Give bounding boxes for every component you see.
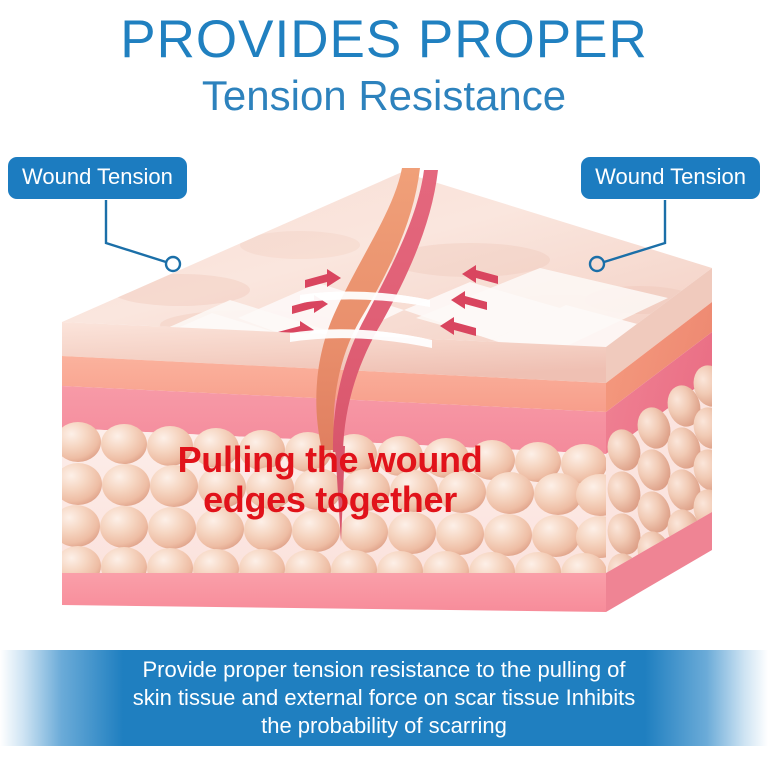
badge-right-label: Wound Tension: [595, 164, 746, 189]
wound-caption-line-2: edges together: [203, 479, 457, 521]
bridge-strips-overlay: [290, 291, 432, 348]
badge-left-label: Wound Tension: [22, 164, 173, 189]
badge-wound-tension-left: Wound Tension: [8, 157, 187, 199]
skin-cross-section-diagram: [0, 150, 768, 640]
fat-cells-front: [62, 422, 606, 573]
title-line-2: Tension Resistance: [201, 71, 567, 119]
layer-base-front: [62, 573, 606, 612]
page-title: PROVIDES PROPER Tension Resistance: [0, 12, 768, 120]
summary-line-2: skin tissue and external force on scar t…: [132, 684, 636, 710]
skin-right-side-face: [606, 268, 712, 612]
wound-caption-line-1: Pulling the wound: [177, 439, 483, 480]
summary-line-3: the probability of scarring: [261, 713, 507, 739]
badge-wound-tension-right: Wound Tension: [581, 157, 760, 199]
layer-hypodermis-front: [62, 422, 606, 573]
summary-text: Provide proper tension resistance to the…: [34, 656, 734, 740]
tape-patch-right-main: [416, 268, 668, 355]
wound-caption: Pulling the wound edges together: [120, 439, 540, 521]
layer-dermis-lower-front: [62, 386, 606, 454]
summary-band: Provide proper tension resistance to the…: [0, 650, 768, 746]
wound-channel: [316, 168, 438, 542]
summary-line-1: Provide proper tension resistance to the…: [142, 656, 626, 682]
title-line-1: PROVIDES PROPER: [120, 10, 648, 69]
